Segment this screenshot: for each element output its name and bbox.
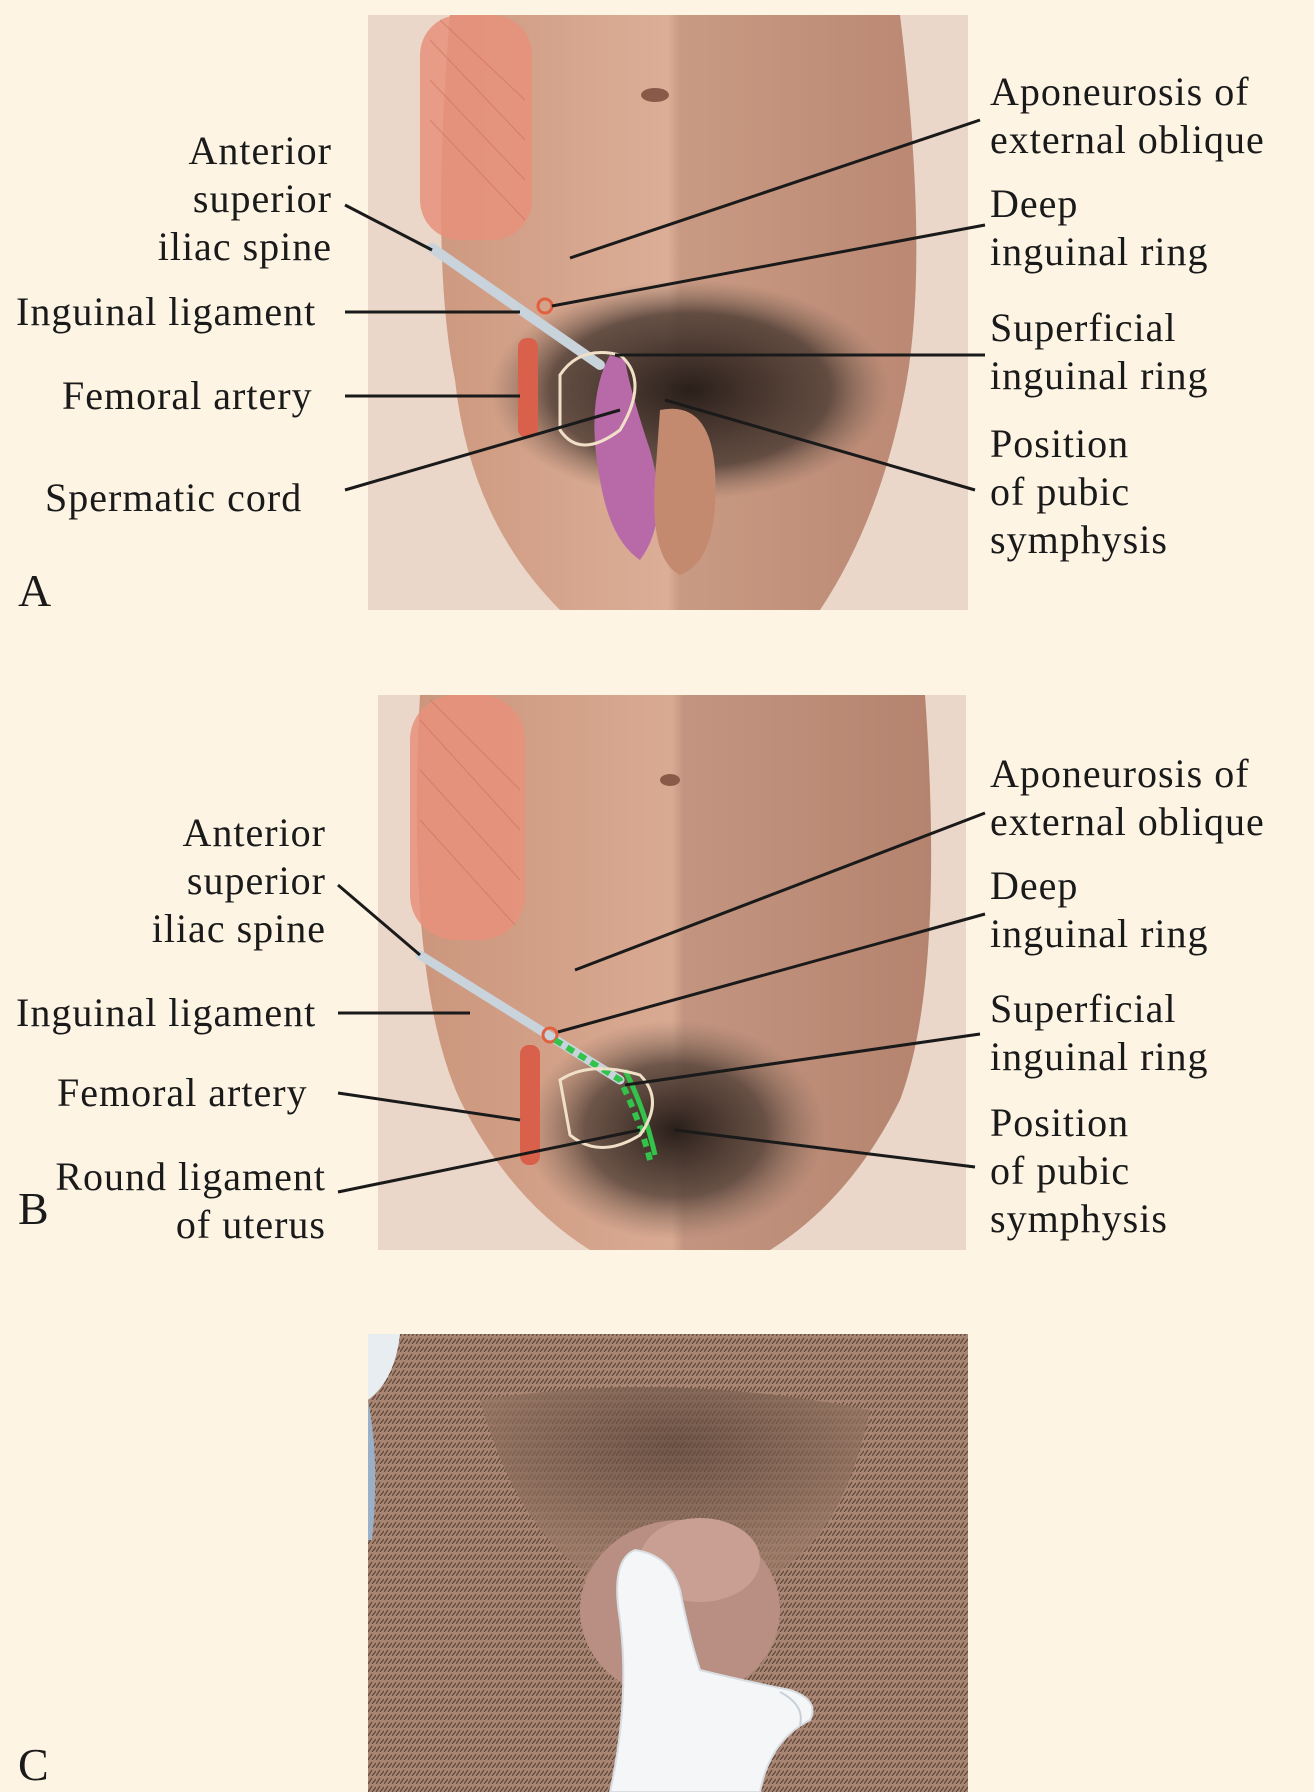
label-position-pubic-symphysis: Position of pubic symphysis <box>990 420 1168 564</box>
panel-b: Anterior superior iliac spine Inguinal l… <box>0 680 1314 1260</box>
clinical-examination-photo <box>0 1320 1314 1792</box>
panel-letter-b: B <box>18 1186 49 1232</box>
label-superficial-inguinal-ring: Superficial inguinal ring <box>990 304 1209 400</box>
umbilicus <box>641 88 669 102</box>
panel-letter-a: A <box>18 568 51 614</box>
panel-c: C <box>0 1320 1314 1792</box>
external-oblique-muscle <box>410 695 525 940</box>
label-position-pubic-symphysis: Position of pubic symphysis <box>990 1099 1168 1243</box>
label-anterior-superior-iliac-spine: Anterior superior iliac spine <box>158 127 332 271</box>
label-femoral-artery: Femoral artery <box>62 372 313 420</box>
label-inguinal-ligament: Inguinal ligament <box>16 288 316 336</box>
label-deep-inguinal-ring: Deep inguinal ring <box>990 862 1209 958</box>
label-spermatic-cord: Spermatic cord <box>45 474 302 522</box>
femoral-artery-marker <box>518 338 538 438</box>
umbilicus <box>660 774 680 786</box>
panel-letter-c: C <box>18 1742 49 1788</box>
label-femoral-artery: Femoral artery <box>57 1069 308 1117</box>
label-inguinal-ligament: Inguinal ligament <box>16 989 316 1037</box>
label-superficial-inguinal-ring: Superficial inguinal ring <box>990 985 1209 1081</box>
label-round-ligament-of-uterus: Round ligament of uterus <box>55 1153 326 1249</box>
femoral-artery-marker <box>520 1045 540 1165</box>
label-deep-inguinal-ring: Deep inguinal ring <box>990 180 1209 276</box>
label-aponeurosis-external-oblique: Aponeurosis of external oblique <box>990 750 1265 846</box>
label-anterior-superior-iliac-spine: Anterior superior iliac spine <box>152 809 326 953</box>
label-aponeurosis-external-oblique: Aponeurosis of external oblique <box>990 68 1265 164</box>
panel-a: Anterior superior iliac spine Inguinal l… <box>0 0 1314 650</box>
